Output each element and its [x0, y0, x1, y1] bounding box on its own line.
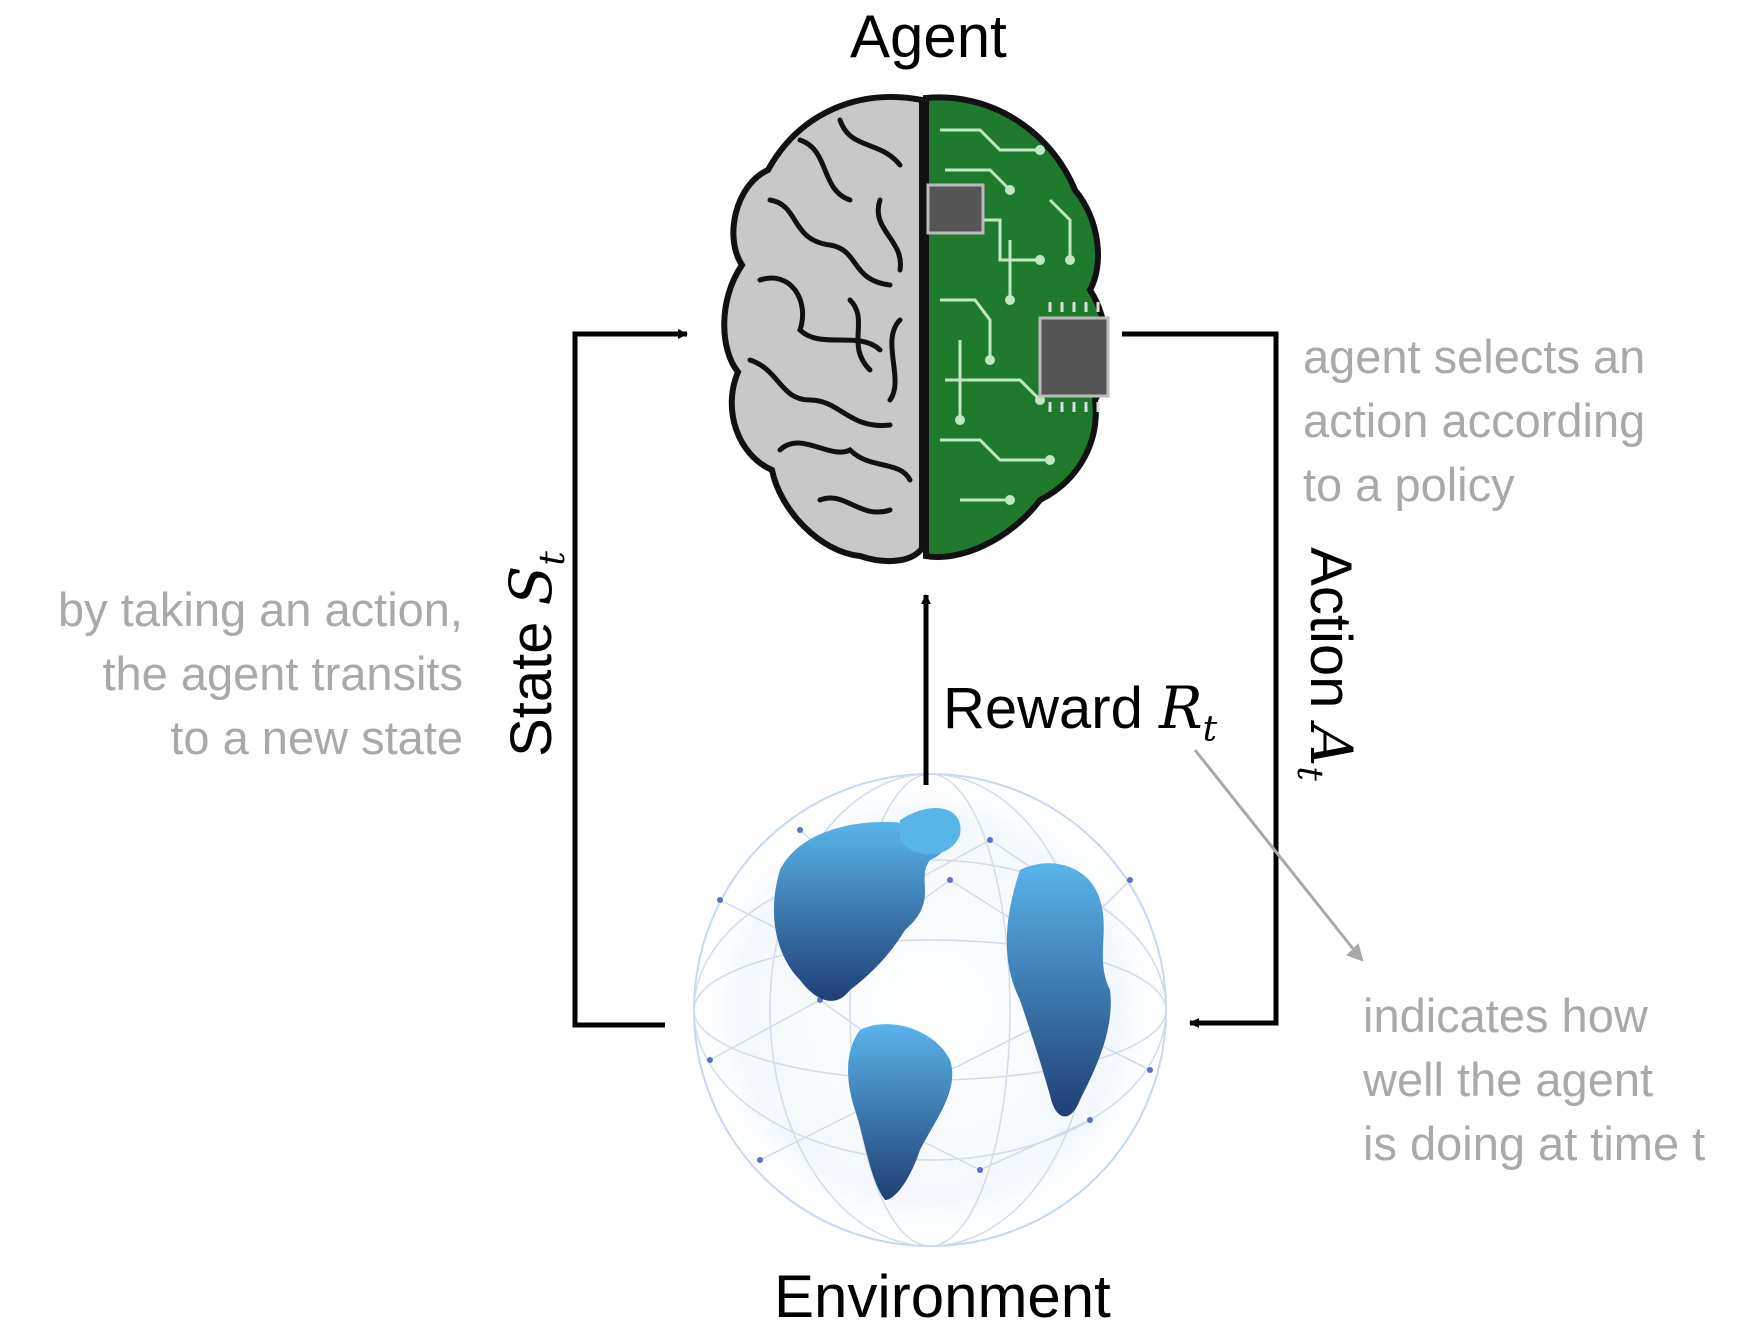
state-note-line: to a new state	[170, 711, 463, 764]
state-arrow	[572, 329, 688, 1028]
agent-label: Agent	[850, 3, 1007, 70]
action-arrow	[1122, 331, 1279, 1028]
action-symbol: At	[1289, 724, 1365, 781]
environment-label: Environment	[774, 1263, 1111, 1330]
earth-globe-network-icon	[690, 770, 1170, 1250]
action-note-line: to a policy	[1303, 458, 1515, 511]
reward-note-pointer	[1193, 749, 1364, 962]
brain-half-circuit-icon	[721, 94, 1110, 565]
action-note-line: agent selects an	[1303, 330, 1646, 383]
state-note-line: by taking an action,	[58, 583, 463, 636]
state-symbol: St	[497, 551, 573, 606]
action-note: agent selects an action according to a p…	[1303, 325, 1645, 517]
action-note-line: action according	[1303, 394, 1646, 447]
reward-note: indicates how well the agent is doing at…	[1363, 984, 1705, 1176]
state-note: by taking an action, the agent transits …	[20, 578, 463, 770]
reward-note-line: indicates how	[1363, 989, 1648, 1042]
state-label: State St	[497, 551, 573, 757]
reward-label: Reward Rt	[943, 674, 1217, 750]
reward-word: Reward	[943, 676, 1143, 741]
action-label: Action At	[1289, 547, 1365, 781]
reward-symbol: Rt	[1158, 674, 1218, 750]
state-word: State	[499, 621, 565, 757]
action-word: Action	[1297, 547, 1363, 709]
state-note-line: the agent transits	[102, 647, 463, 700]
reward-note-line: is doing at time t	[1363, 1117, 1706, 1170]
reward-note-line: well the agent	[1363, 1053, 1654, 1106]
